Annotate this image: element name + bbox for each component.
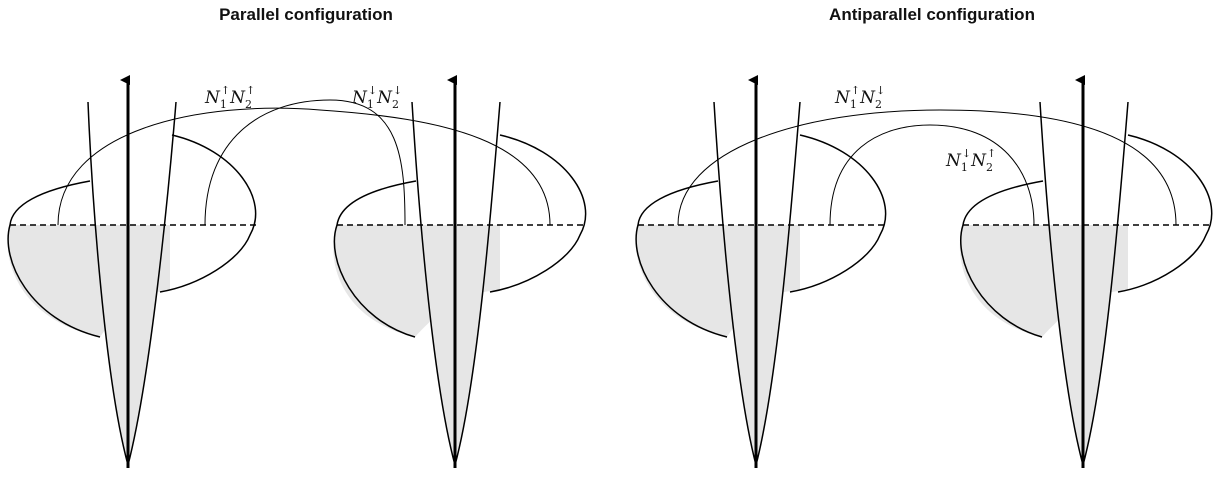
arc-parallel-up xyxy=(57,107,551,226)
arc-parallel-down xyxy=(204,99,406,226)
label-parallel-b: N1↓N2↓ xyxy=(351,84,402,111)
title-antiparallel: Antiparallel configuration xyxy=(829,5,1035,24)
arc-antiparallel-updown xyxy=(677,109,1177,226)
antiparallel-left-dos xyxy=(635,75,887,468)
title-parallel: Parallel configuration xyxy=(219,5,393,24)
label-parallel-a: N1↑N2↑ xyxy=(204,84,255,111)
parallel-right-dos xyxy=(333,75,587,468)
parallel-left-dos xyxy=(7,75,258,468)
arc-antiparallel-downup xyxy=(829,124,1035,226)
label-anti-a: N1↑N2↓ xyxy=(834,84,885,111)
antiparallel-right-dos xyxy=(959,75,1213,468)
label-anti-b: N1↓N2↑ xyxy=(945,147,996,174)
